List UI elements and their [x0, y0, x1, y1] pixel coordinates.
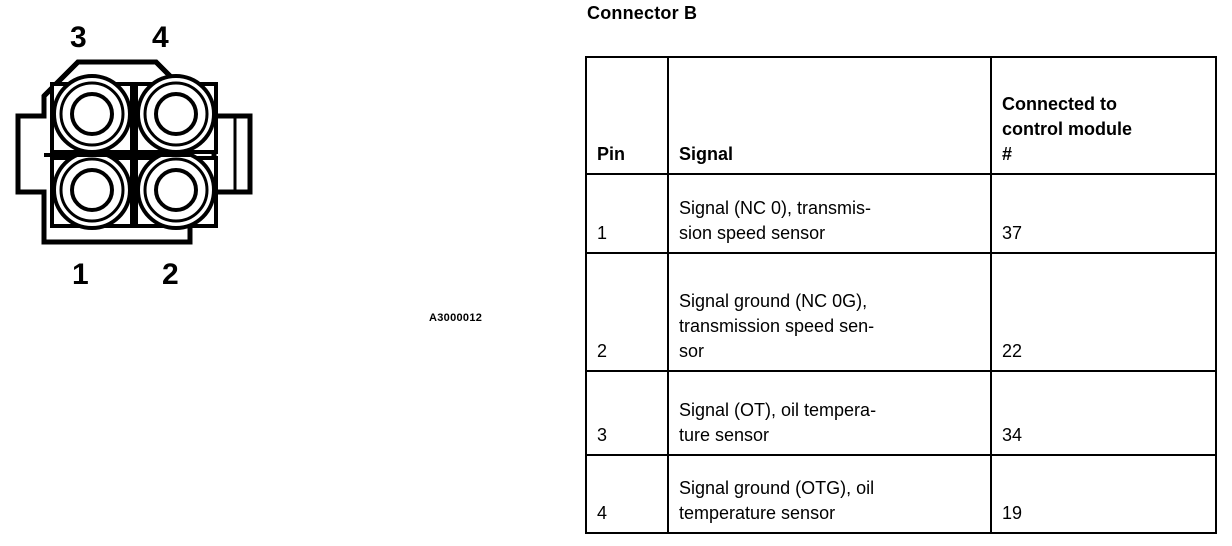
- connector-cavity-3: [50, 74, 134, 154]
- column-header-connected-module: Connected to control module #: [990, 56, 1217, 175]
- connector-housing-drawing: [15, 59, 253, 245]
- cell-connected-module-value: 34: [1002, 425, 1023, 445]
- connector-cavity-1: [50, 150, 134, 230]
- connector-pin-table: Pin Signal Connected to control module #…: [585, 56, 1217, 534]
- cavity-1-contact-bore: [70, 168, 114, 212]
- cell-signal-value: Signal ground (NC 0G), transmission spee…: [679, 291, 875, 361]
- cell-connected-module-value: 19: [1002, 503, 1023, 523]
- cell-connected-module: 37: [990, 173, 1217, 254]
- cell-pin-value: 4: [597, 503, 608, 523]
- cell-pin-value: 3: [597, 425, 608, 445]
- cavity-3-contact-bore: [70, 92, 114, 136]
- figure-reference-code: A3000012: [429, 312, 483, 324]
- cell-connected-module: 34: [990, 370, 1217, 456]
- connector-pin-label-3: 3: [70, 21, 87, 54]
- table-header-row: Pin Signal Connected to control module #: [585, 56, 1217, 175]
- cell-signal: Signal (NC 0), transmis- sion speed sens…: [667, 173, 992, 254]
- column-header-pin-label: Pin: [597, 144, 626, 164]
- pin-table-header: Pin Signal Connected to control module #: [585, 56, 1217, 175]
- connector-table-panel: Connector B Pin Signal Connected to cont…: [585, 0, 1232, 546]
- table-row: 2 Signal ground (NC 0G), transmission sp…: [585, 252, 1217, 372]
- cell-connected-module-value: 22: [1002, 341, 1023, 361]
- table-row: 3 Signal (OT), oil tempera- ture sensor …: [585, 370, 1217, 456]
- column-header-connected-module-label: Connected to control module #: [1002, 94, 1132, 164]
- column-header-pin: Pin: [585, 56, 669, 175]
- connector-pin-label-2: 2: [162, 258, 179, 291]
- table-row: 1 Signal (NC 0), transmis- sion speed se…: [585, 173, 1217, 254]
- pin-table-body: 1 Signal (NC 0), transmis- sion speed se…: [585, 173, 1217, 534]
- cell-connected-module: 22: [990, 252, 1217, 372]
- column-header-signal-label: Signal: [679, 144, 734, 164]
- cell-signal: Signal (OT), oil tempera- ture sensor: [667, 370, 992, 456]
- connector-cavity-4: [134, 74, 218, 154]
- connector-right-latch-tab: [211, 113, 253, 195]
- cell-signal-value: Signal ground (OTG), oil temperature sen…: [679, 478, 875, 523]
- cell-pin-value: 1: [597, 223, 608, 243]
- cavity-2-contact-bore: [154, 168, 198, 212]
- cell-signal: Signal ground (NC 0G), transmission spee…: [667, 252, 992, 372]
- cell-signal-value: Signal (NC 0), transmis- sion speed sens…: [679, 198, 872, 243]
- cell-pin-value: 2: [597, 341, 608, 361]
- cell-pin: 2: [585, 252, 669, 372]
- cell-signal-value: Signal (OT), oil tempera- ture sensor: [679, 400, 877, 445]
- page-title: Connector B: [587, 3, 698, 23]
- cell-signal: Signal ground (OTG), oil temperature sen…: [667, 454, 992, 534]
- connector-pin-label-1: 1: [72, 258, 89, 291]
- connector-pinout-figure: 3 4 1 2: [0, 0, 270, 320]
- cell-connected-module-value: 37: [1002, 223, 1023, 243]
- connector-pin-label-4: 4: [152, 21, 169, 54]
- table-row: 4 Signal ground (OTG), oil temperature s…: [585, 454, 1217, 534]
- cell-pin: 1: [585, 173, 669, 254]
- cell-connected-module: 19: [990, 454, 1217, 534]
- cell-pin: 3: [585, 370, 669, 456]
- cavity-4-contact-bore: [154, 92, 198, 136]
- cell-pin: 4: [585, 454, 669, 534]
- connector-cavity-2: [134, 150, 218, 230]
- column-header-signal: Signal: [667, 56, 992, 175]
